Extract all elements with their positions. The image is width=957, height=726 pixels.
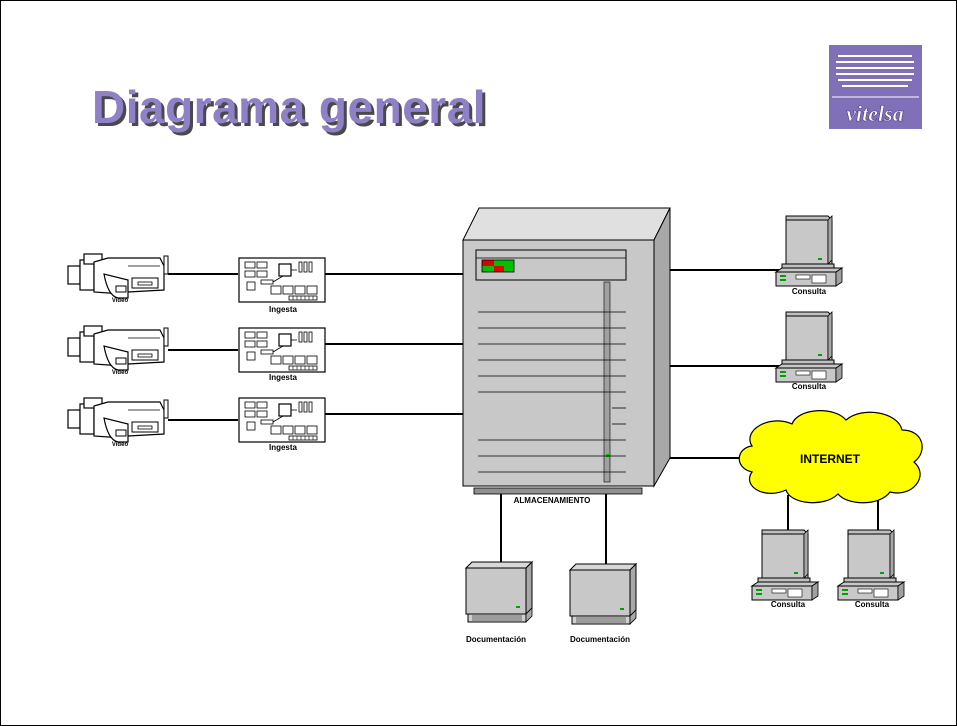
video-camera-1: Video <box>67 253 169 304</box>
documentacion-terminal-2: Documentación <box>569 563 637 644</box>
consulta-pc-1: Consulta <box>775 215 843 296</box>
video-label: Video <box>112 370 129 376</box>
documentacion-label: Documentación <box>466 635 526 644</box>
capture-card-icon <box>238 257 326 303</box>
video-camera-icon <box>67 325 169 371</box>
video-camera-2: Video <box>67 325 169 376</box>
ingesta-card-3: Ingesta <box>238 397 326 452</box>
capture-card-icon <box>238 397 326 443</box>
ingesta-card-1: Ingesta <box>238 257 326 314</box>
ingesta-label: Ingesta <box>269 373 298 382</box>
documentacion-label: Documentación <box>570 635 630 644</box>
video-label: Video <box>112 298 129 304</box>
video-camera-3: Video <box>67 397 169 448</box>
ingesta-label: Ingesta <box>269 443 298 452</box>
consulta-pc-2: Consulta <box>775 311 843 391</box>
consulta-label: Consulta <box>771 600 806 609</box>
consulta-label: Consulta <box>855 600 890 609</box>
ingesta-label: Ingesta <box>269 305 298 314</box>
logo-icon: vitelsa <box>829 45 922 129</box>
computer-icon <box>465 561 533 623</box>
ingesta-card-2: Ingesta <box>238 327 326 382</box>
connection-lines <box>168 269 879 568</box>
page-title: Diagrama general <box>92 81 487 133</box>
cloud-icon: INTERNET <box>738 410 923 504</box>
consulta-pc-3: Consulta <box>751 529 819 609</box>
computer-icon <box>751 529 819 601</box>
server-icon: ALMACENAMIENTO <box>462 207 671 505</box>
computer-icon <box>569 563 637 625</box>
consulta-label: Consulta <box>792 287 827 296</box>
video-camera-icon <box>67 397 169 443</box>
consulta-label: Consulta <box>792 382 827 391</box>
video-label: Video <box>112 442 129 448</box>
computer-icon <box>775 311 843 383</box>
almacenamiento-label: ALMACENAMIENTO <box>514 496 591 505</box>
consulta-pc-4: Consulta <box>837 529 905 609</box>
capture-card-icon <box>238 327 326 373</box>
computer-icon <box>775 215 843 287</box>
logo-text: vitelsa <box>846 101 903 126</box>
internet-label: INTERNET <box>800 452 861 466</box>
documentacion-terminal-1: Documentación <box>465 561 533 644</box>
computer-icon <box>837 529 905 601</box>
video-camera-icon <box>67 253 169 299</box>
